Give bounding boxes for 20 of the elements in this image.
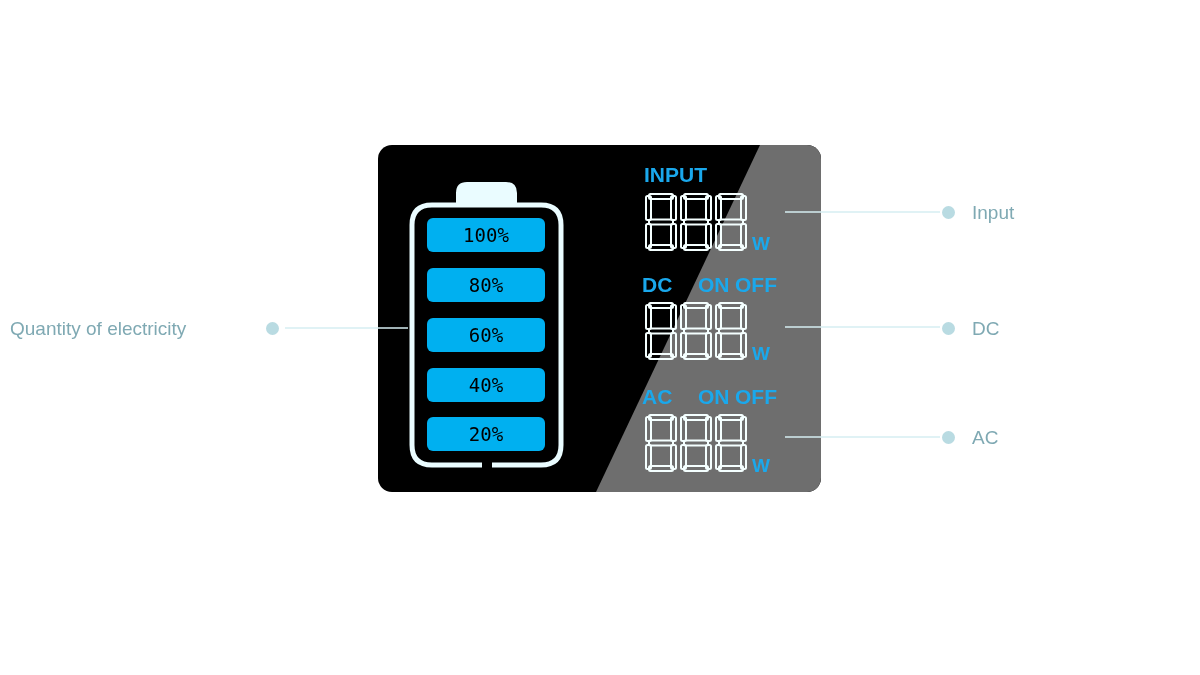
lcd-label: ON	[698, 274, 730, 295]
callout-label: Quantity of electricity	[10, 319, 187, 338]
battery-level-bar: 100%	[427, 218, 545, 252]
lcd-label: DC	[642, 274, 673, 295]
lcd-label: INPUT	[644, 164, 707, 185]
lcd-display-panel	[378, 145, 821, 492]
unit-label: W	[752, 344, 770, 363]
lcd-label: OFF	[735, 386, 777, 407]
unit-label: W	[752, 234, 770, 253]
lcd-label: OFF	[735, 274, 777, 295]
battery-level-bar: 20%	[427, 417, 545, 451]
lcd-label: AC	[642, 386, 673, 407]
battery-level-bar: 80%	[427, 268, 545, 302]
lcd-label: ON	[698, 386, 730, 407]
callout-label: AC	[972, 428, 999, 447]
callout-label: Input	[972, 203, 1015, 222]
unit-label: W	[752, 456, 770, 475]
callout-label: DC	[972, 319, 1000, 338]
battery-level-bar: 60%	[427, 318, 545, 352]
battery-level-bar: 40%	[427, 368, 545, 402]
